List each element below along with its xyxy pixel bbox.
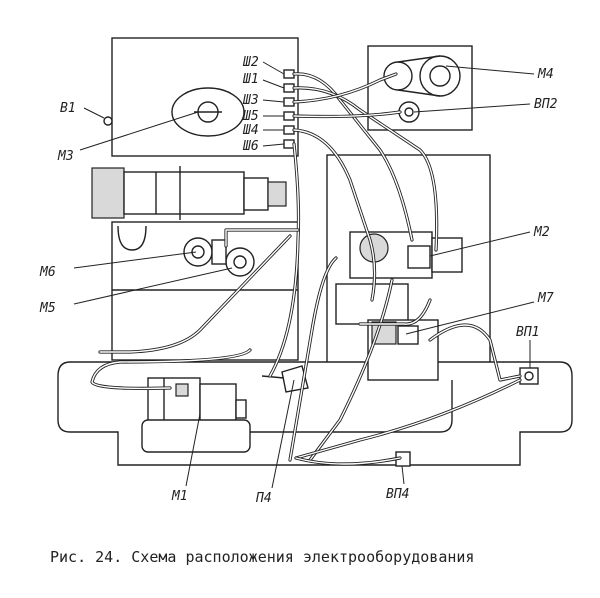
base-table [57,361,573,466]
label-m4: М4 [537,67,554,82]
label-vp4: ВП4 [386,487,409,502]
motor-m2 [349,231,463,279]
label-m7: М7 [537,291,554,306]
label-m2: М2 [533,225,550,240]
label-sh1: Ш1 [242,72,259,87]
leader-lines [73,61,535,489]
label-m5: М5 [39,301,56,316]
label-p4: П4 [255,491,272,506]
motor-m5 [225,247,255,277]
label-sh5: Ш5 [242,109,259,124]
label-m1: М1 [171,489,188,504]
gearbox-horizontal [91,166,287,251]
label-vp2: ВП2 [534,97,558,112]
limit-switch-vp1 [519,367,539,385]
label-sh3: Ш3 [242,93,259,108]
label-m6: М6 [39,265,56,280]
motor-m3 [171,87,245,137]
motor-m6 [183,237,213,267]
label-m3: М3 [57,149,74,164]
junction-box-m5 [211,239,227,265]
label-sh2: Ш2 [242,55,259,70]
cable-harness [90,72,522,466]
machine-body [57,37,573,466]
label-sh6: Ш6 [242,139,259,154]
label-vp1: ВП1 [516,325,539,340]
motor-m7 [335,283,439,381]
switch-v1 [103,116,113,126]
label-sh4: Ш4 [242,123,259,138]
figure-caption: Рис. 24. Схема расположения электрообору… [50,548,474,566]
label-v1: В1 [60,101,76,116]
